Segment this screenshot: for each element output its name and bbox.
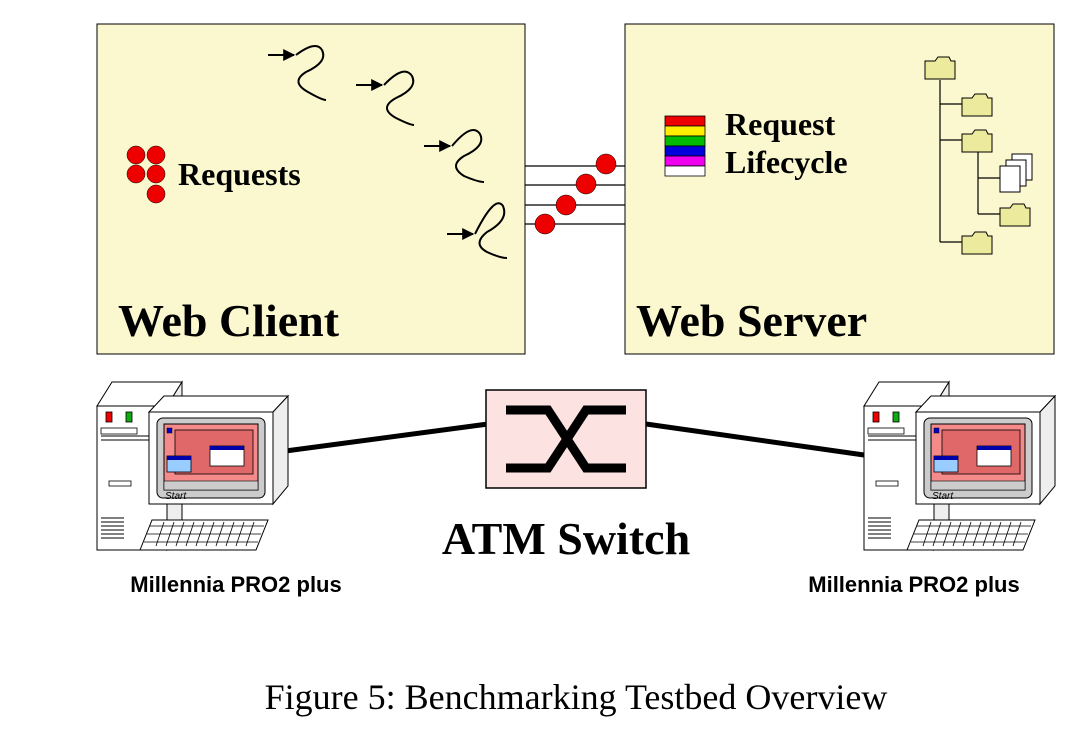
- right-computer-label: Millennia PRO2 plus: [808, 572, 1019, 597]
- request-squiggle-4: [447, 202, 508, 259]
- web-client-box: [96, 23, 526, 355]
- request-squiggle-3: [424, 129, 485, 183]
- lifecycle-label-line1: Request: [725, 106, 836, 142]
- documents-icon: [999, 153, 1033, 193]
- left-computer-label: Millennia PRO2 plus: [130, 572, 341, 597]
- request-squiggle-1: [268, 45, 327, 101]
- web-client-title: Web Client: [118, 295, 340, 346]
- in-flight-requests: [534, 153, 617, 235]
- atm-switch-icon: [485, 389, 647, 489]
- right-computer-icon: Start: [863, 381, 1056, 551]
- atm-switch-label: ATM Switch: [442, 513, 690, 564]
- lifecycle-stack-icon: [664, 115, 706, 177]
- right-start-label: Start: [932, 491, 954, 502]
- requests-icon: [126, 145, 166, 204]
- requests-label: Requests: [178, 156, 301, 192]
- left-start-label: Start: [165, 491, 187, 502]
- file-tree: [924, 56, 1033, 255]
- network-cables: [277, 421, 865, 458]
- request-squiggles: [268, 45, 508, 259]
- request-squiggle-2: [356, 70, 415, 126]
- figure-caption: Figure 5: Benchmarking Testbed Overview: [265, 677, 888, 717]
- left-computer-icon: Start: [96, 381, 289, 551]
- web-server-title: Web Server: [636, 295, 867, 346]
- web-server-box: [624, 23, 1055, 355]
- lifecycle-label-line2: Lifecycle: [725, 144, 848, 180]
